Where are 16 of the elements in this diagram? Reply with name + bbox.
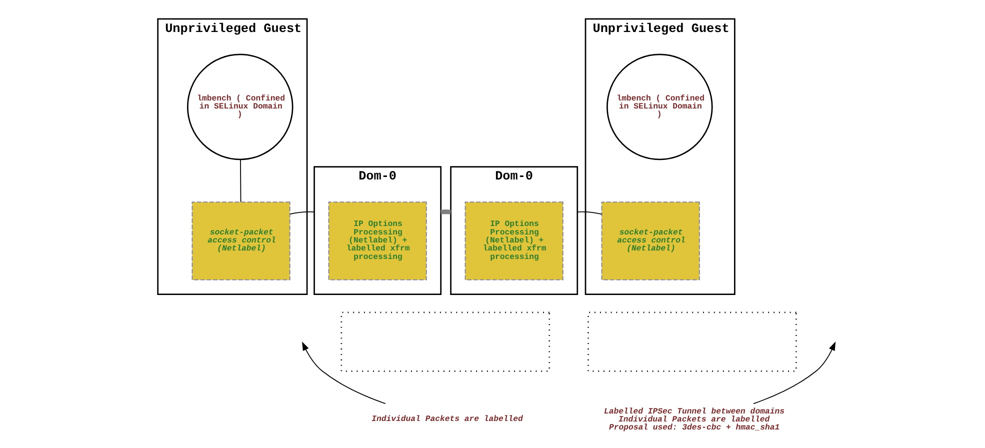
arrow [752, 341, 836, 404]
node-text: Labelled IPSec Tunnel between domains Individual Packets are labelled Proposal used: 3des-cbc + hmac_sha1 [604, 407, 784, 433]
node-circle: lmbench ( Confined in SELinux Domain ) [186, 54, 293, 160]
node-box: socket-packet access control (Netlabel) [600, 202, 700, 280]
node-box: socket-packet access control (Netlabel) [191, 202, 290, 280]
node-box: IP Options Processing (Netlabel) + labelled xfrm processing [328, 202, 426, 280]
node-box [340, 312, 550, 372]
connector [240, 159, 241, 202]
node-text: Individual Packets are labelled [371, 415, 522, 424]
arrow [301, 342, 386, 404]
node-circle: lmbench ( Confined in SELinux Domain ) [606, 54, 712, 160]
connector [440, 210, 450, 214]
connector [289, 211, 314, 215]
connector [576, 211, 602, 215]
node-box: IP Options Processing (Netlabel) + labelled xfrm processing [464, 202, 563, 280]
node-box [587, 312, 796, 372]
